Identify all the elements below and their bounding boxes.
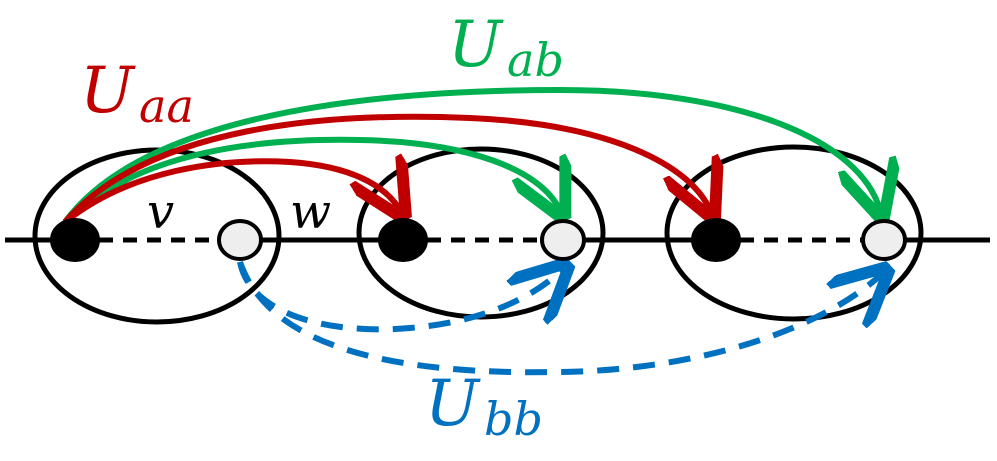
label-w: w [290, 184, 331, 240]
label-u-ab-base: U [448, 8, 504, 82]
node-hollow-1 [217, 219, 263, 261]
label-u-bb: U bb [425, 367, 543, 446]
label-u-bb-base: U [425, 367, 481, 441]
label-u-aa-base: U [80, 54, 136, 128]
arrows-bb [237, 262, 882, 376]
arrow-bb-long [237, 262, 882, 376]
label-v: v [147, 184, 174, 240]
label-u-aa: U aa [80, 54, 194, 133]
label-u-ab: U ab [448, 8, 564, 87]
nodes [50, 218, 907, 262]
node-filled-1 [50, 218, 100, 262]
arrows-aa [62, 113, 710, 222]
label-u-ab-sub: ab [507, 33, 564, 87]
node-filled-3 [691, 218, 741, 262]
arrow-ab-long [62, 86, 880, 222]
node-hollow-2 [540, 219, 586, 261]
label-u-aa-sub: aa [139, 79, 194, 133]
node-filled-2 [378, 218, 428, 262]
arrow-aa-long [62, 113, 710, 222]
arrows-ab [62, 86, 880, 222]
label-u-bb-sub: bb [484, 392, 543, 446]
arrow-ab-short [62, 136, 560, 222]
arrow-aa-short [63, 161, 400, 222]
node-hollow-3 [861, 219, 907, 261]
